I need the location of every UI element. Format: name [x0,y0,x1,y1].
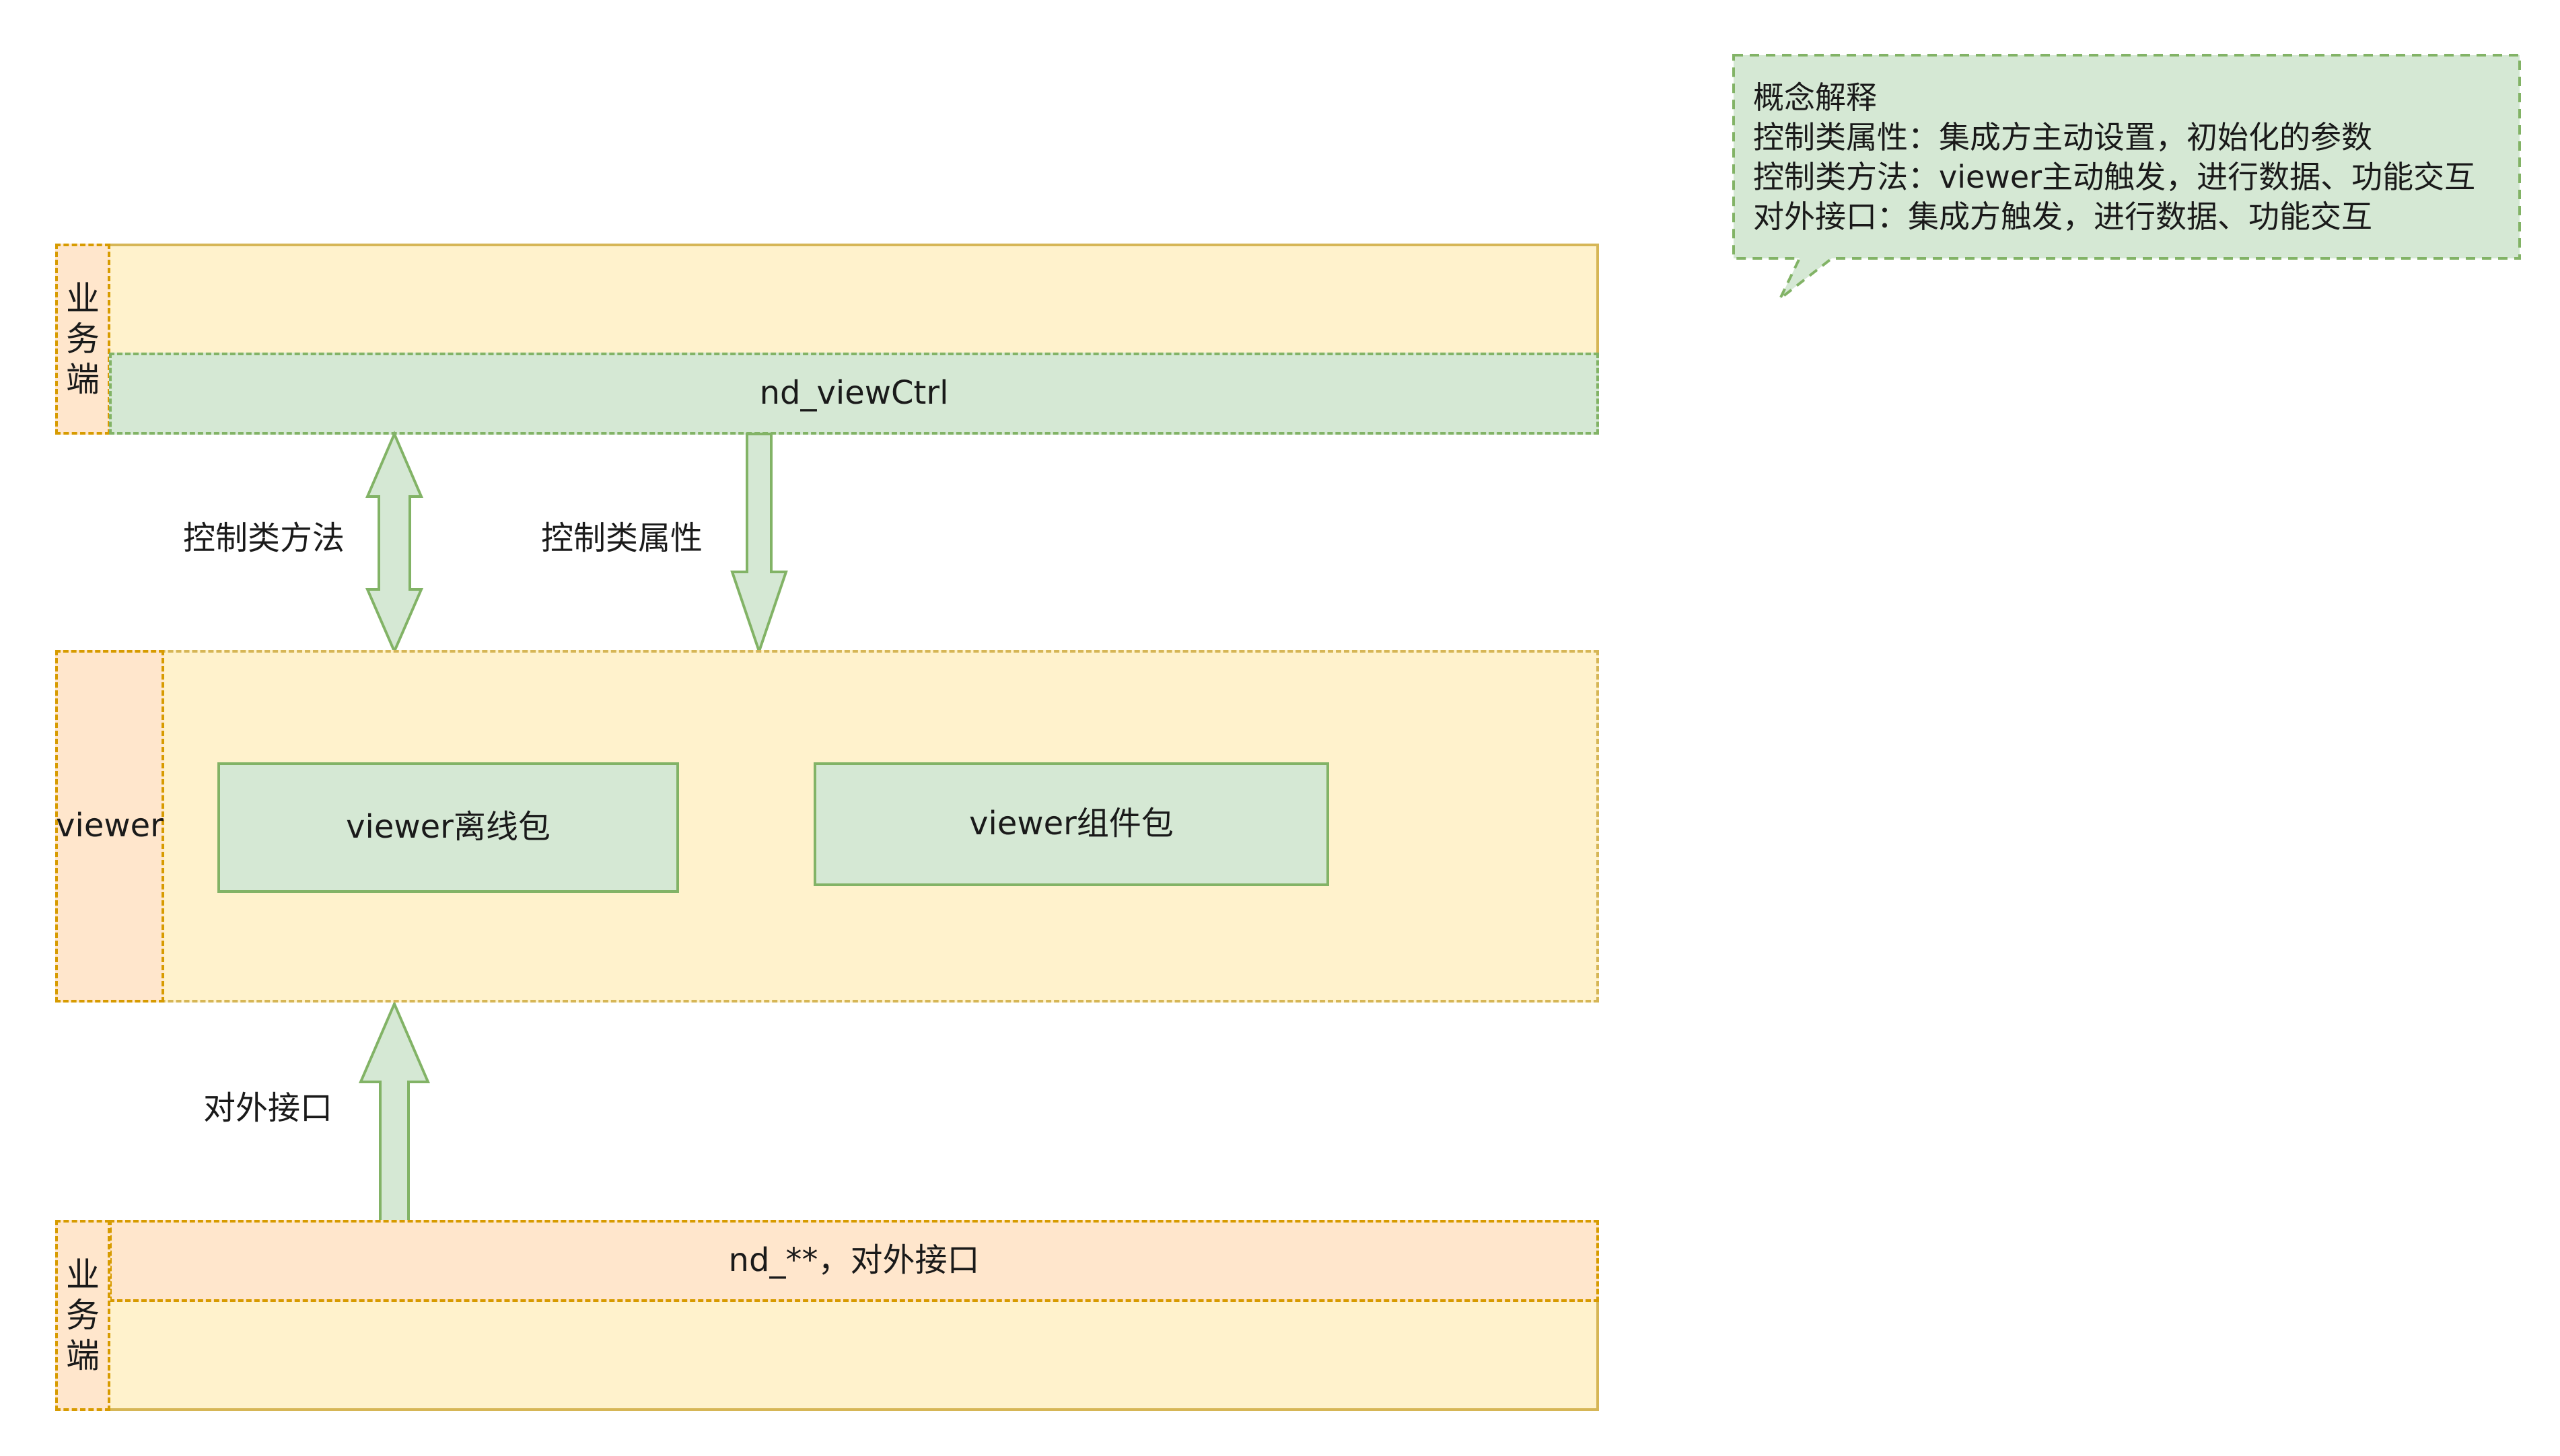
properties-label-text: 控制类属性 [541,519,703,557]
methods-label-text: 控制类方法 [183,519,345,557]
viewer-side-label-text: viewer [56,807,164,845]
bottom-business-side-label: 业 务 端 [55,1220,110,1411]
nd-viewctrl-bar: nd_viewCtrl [109,353,1599,435]
viewer-offline-package-box: viewer离线包 [217,762,679,893]
external-label-text: 对外接口 [203,1089,333,1127]
callout-note-text: 概念解释 控制类属性：集成方主动设置，初始化的参数 控制类方法：viewer主动… [1753,78,2475,237]
properties-down-arrow [730,433,788,656]
viewer-component-package-box: viewer组件包 [814,762,1329,886]
viewer-side-label: viewer [55,650,164,1003]
note-title: 概念解释 [1753,79,1877,116]
callout-bubble [1732,54,2521,300]
side-char: 端 [66,1336,100,1375]
nd-external-bar-label: nd_**，对外接口 [109,1220,1599,1302]
properties-label: 控制类属性 [541,519,703,558]
side-char: 务 [66,1296,100,1335]
side-char: 业 [66,279,100,318]
top-business-side-label: 业 务 端 [55,244,110,435]
note-line: 控制类属性：集成方主动设置，初始化的参数 [1753,119,2372,155]
methods-label: 控制类方法 [183,519,345,558]
note-line: 对外接口：集成方触发，进行数据、功能交互 [1753,198,2372,235]
nd-viewctrl-label: nd_viewCtrl [759,374,949,412]
nd-external-bar [109,1220,1599,1302]
external-label: 对外接口 [203,1089,332,1128]
viewer-component-package-label: viewer组件包 [969,805,1174,843]
side-char: 务 [66,320,100,359]
side-char: 端 [66,360,100,399]
viewer-offline-package-label: viewer离线包 [346,808,550,846]
note-line: 控制类方法：viewer主动触发，进行数据、功能交互 [1753,159,2476,195]
nd-external-label-text: nd_**，对外接口 [728,1241,980,1280]
side-char: 业 [66,1255,100,1295]
